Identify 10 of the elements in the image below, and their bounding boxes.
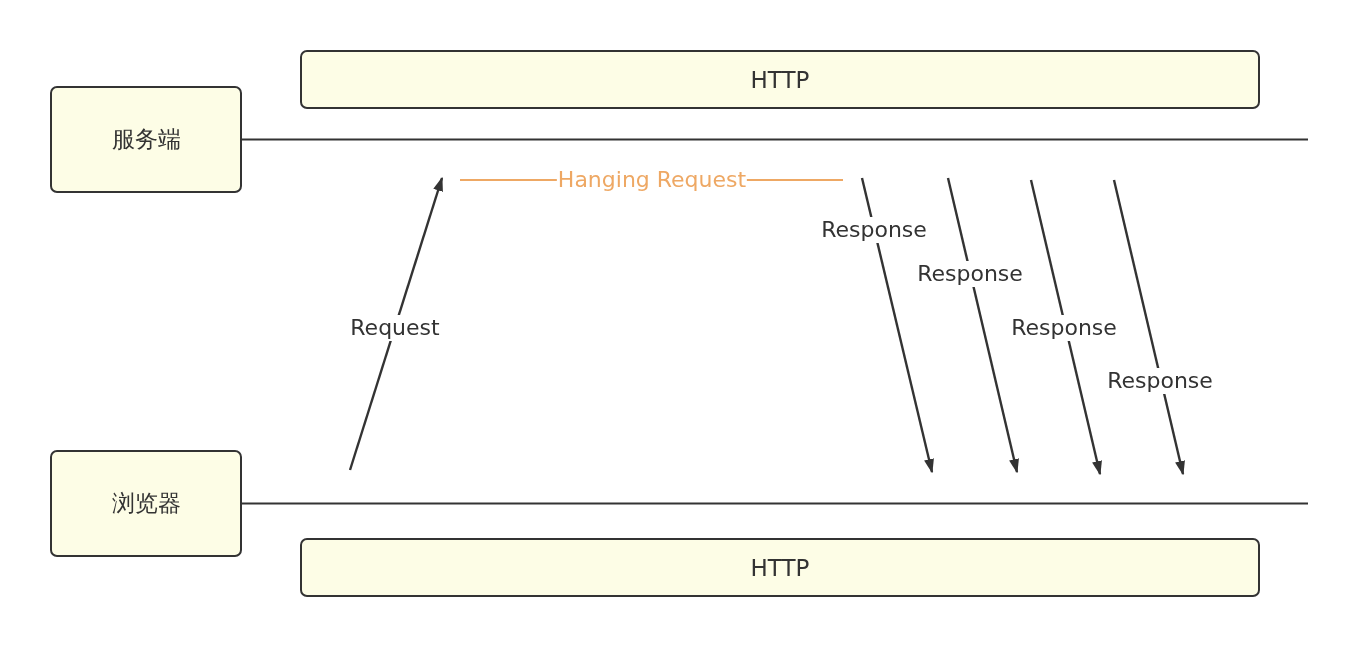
server-box (50, 86, 242, 193)
node-label: HTTP (750, 66, 810, 93)
timeline-line (242, 138, 1308, 141)
browser-box (50, 450, 242, 557)
protocol-bar (300, 538, 1260, 597)
node-label: HTTP (750, 554, 810, 581)
protocol-bar (300, 50, 1260, 109)
node-label: 浏览器 (111, 489, 181, 518)
node-label: 服务端 (111, 125, 181, 154)
timeline-line (242, 502, 1308, 505)
